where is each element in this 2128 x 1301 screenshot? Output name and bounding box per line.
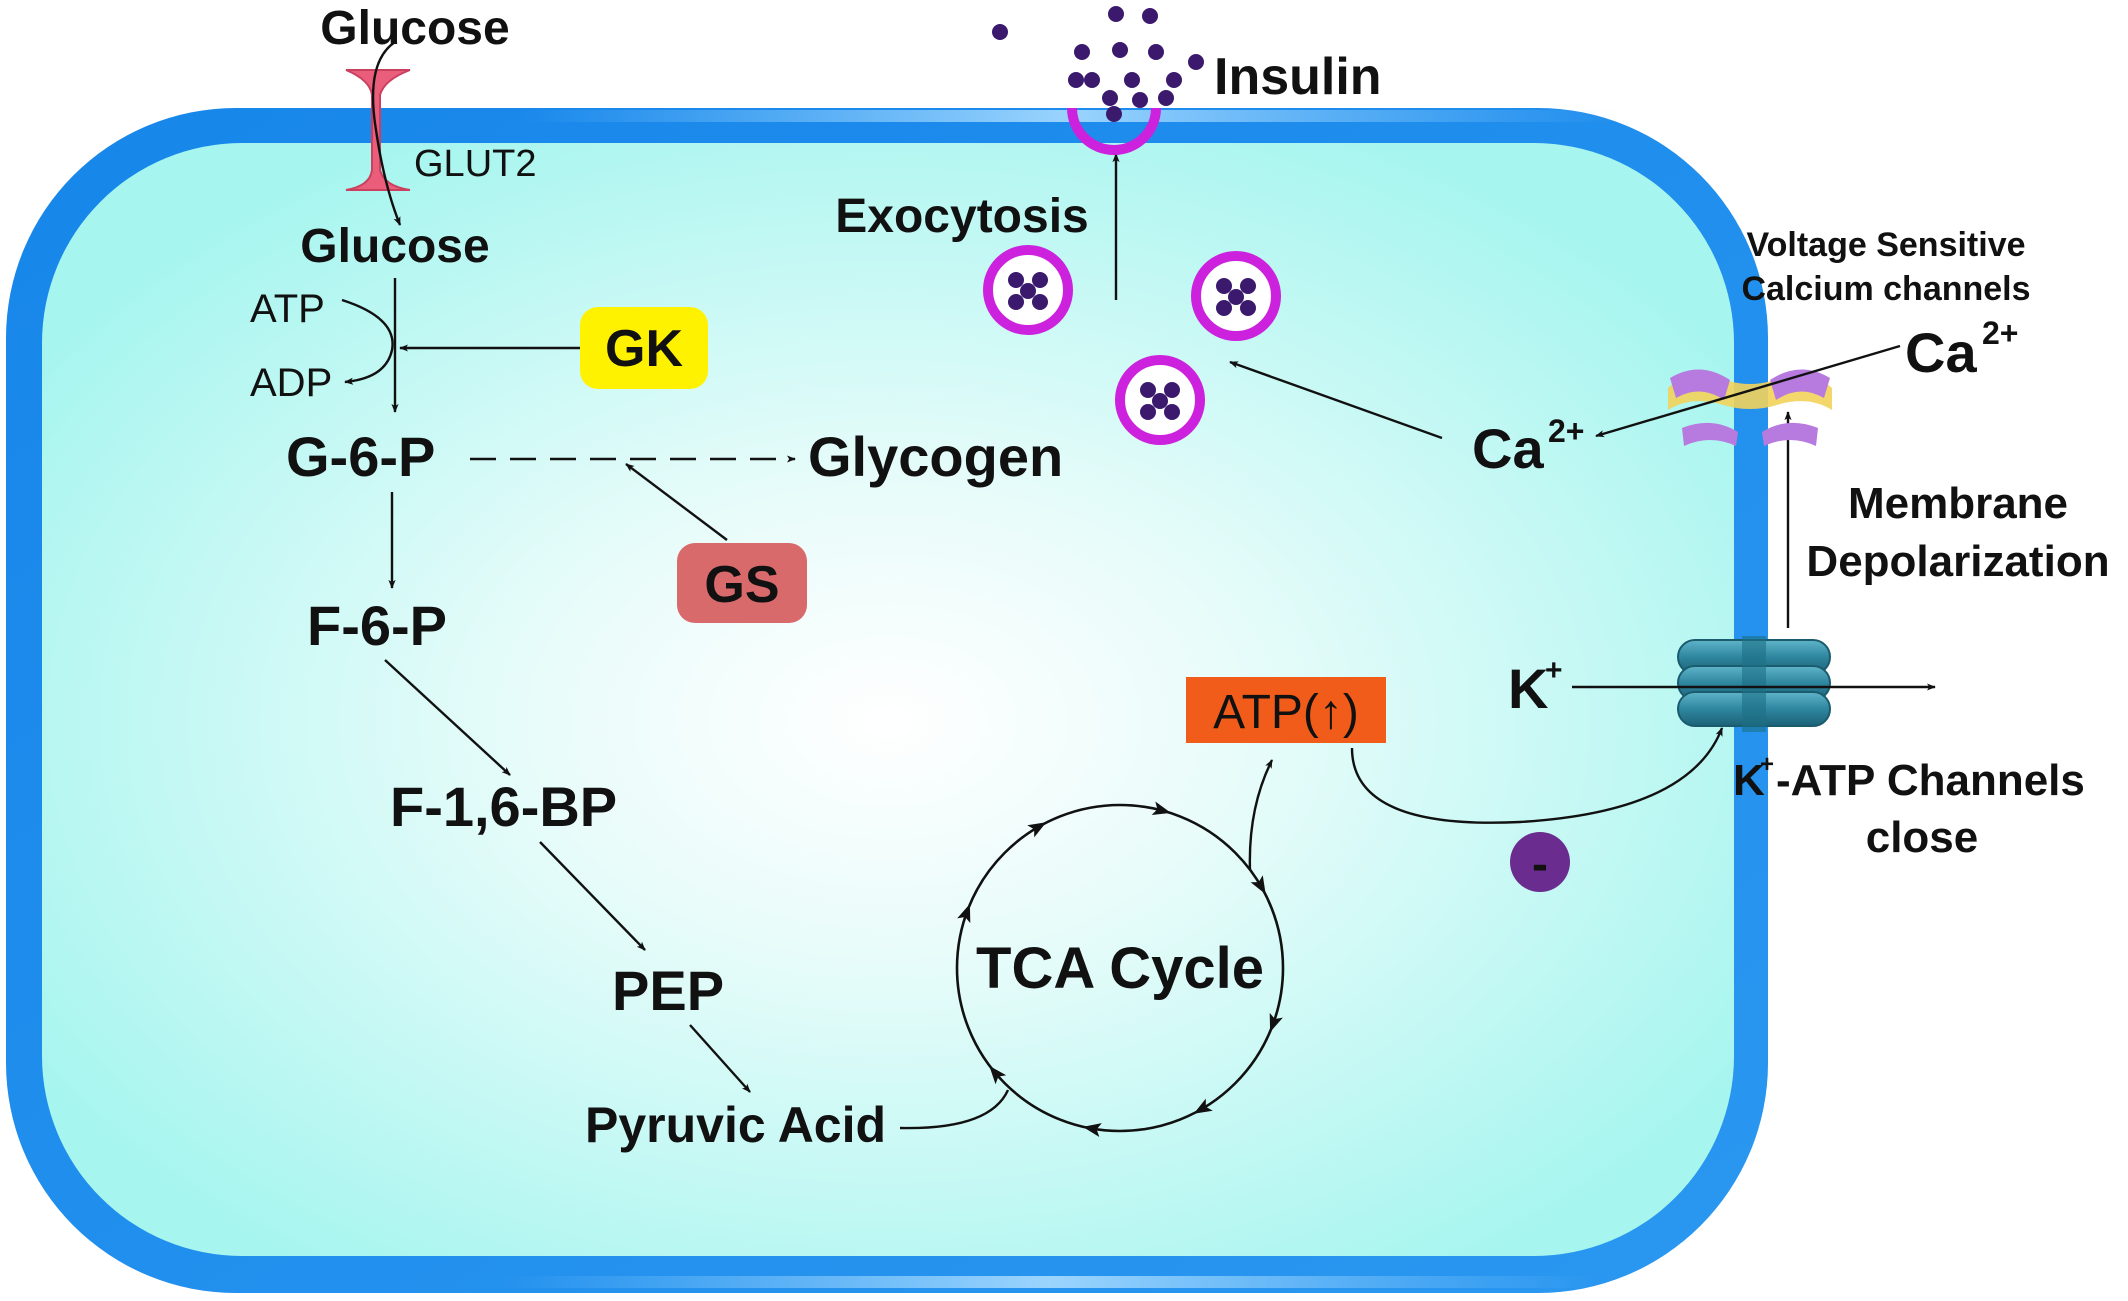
depolarization-label: Depolarization — [1806, 537, 2109, 586]
g6p-label: G-6-P — [286, 425, 435, 488]
ca-influx-arrow — [1595, 344, 1901, 438]
atp-increase-box: ATP(↑) — [1186, 677, 1386, 743]
insulin-granule — [1108, 6, 1124, 22]
insulin-vesicle-icon — [1115, 355, 1205, 445]
tca-arrowhead — [1250, 875, 1266, 895]
inhibition-sign: - — [1532, 838, 1548, 891]
tca-arrowhead — [957, 903, 971, 924]
insulin-granule — [1142, 8, 1158, 24]
tca-cycle — [955, 801, 1285, 1137]
katp-k-label: K — [1733, 756, 1765, 805]
ca-to-vesicle-arrow — [1229, 360, 1443, 440]
tca-to-atp-arrow — [1248, 759, 1274, 871]
f6p-to-f16bp-arrow — [384, 659, 511, 776]
atp-label: ATP — [250, 287, 325, 331]
glucose-extracellular-label: Glucose — [320, 2, 509, 55]
tca-arrowhead — [1269, 1012, 1283, 1033]
glucose-transport-arrow — [371, 41, 402, 226]
insulin-granule — [1084, 72, 1100, 88]
tca-arrowhead — [1193, 1098, 1213, 1114]
fusion-pore-icon — [1067, 106, 1161, 155]
insulin-granule — [1124, 72, 1140, 88]
insulin-granule — [992, 24, 1008, 40]
inhibition-icon: - — [1510, 832, 1570, 892]
cytoplasm — [42, 143, 1734, 1256]
insulin-granule — [1166, 72, 1182, 88]
k-ion-charge: + — [1545, 654, 1563, 687]
insulin-granule — [1068, 72, 1084, 88]
f6p-label: F-6-P — [307, 594, 447, 657]
insulin-granule — [1102, 90, 1118, 106]
insulin-granule — [1132, 92, 1148, 108]
glycogen-label: Glycogen — [808, 425, 1063, 488]
glucose-intracellular-label: Glucose — [300, 220, 489, 273]
exocytosis-label: Exocytosis — [835, 190, 1088, 243]
membrane-label: Membrane — [1848, 479, 2068, 528]
vscc-label-line2: Calcium channels — [1741, 270, 2030, 308]
atp-to-katp-arrow — [1350, 727, 1724, 824]
calcium-channel-icon — [1668, 369, 1832, 446]
f16bp-label: F-1,6-BP — [390, 775, 617, 838]
insulin-granule — [1112, 42, 1128, 58]
ca-extracellular-charge: 2+ — [1982, 315, 2018, 351]
tca-arrowhead — [1151, 801, 1171, 816]
insulin-granule — [1074, 44, 1090, 60]
tca-arrowhead — [1027, 822, 1047, 838]
katp-k-charge: + — [1760, 751, 1774, 778]
katp-close-label: close — [1866, 813, 1979, 862]
ca-extracellular-label: Ca — [1905, 321, 1977, 384]
atp-increase-label: ATP(↑) — [1213, 686, 1359, 739]
insulin-granule — [1158, 90, 1174, 106]
pep-to-pyruvate-arrow — [689, 1024, 751, 1093]
pep-label: PEP — [612, 959, 724, 1022]
tca-arrowhead — [1082, 1123, 1102, 1137]
pyruvic-acid-label: Pyruvic Acid — [585, 1097, 886, 1153]
tca-arrowhead — [989, 1065, 1007, 1085]
gs-label: GS — [704, 556, 779, 614]
vscc-label-line1: Voltage Sensitive — [1746, 226, 2025, 264]
gk-label: GK — [605, 320, 683, 378]
insulin-vesicle-icon — [983, 245, 1073, 335]
atp-adp-arc — [341, 298, 394, 385]
glut2-transporter-icon — [345, 69, 411, 191]
gk-enzyme-box: GK — [580, 307, 708, 389]
adp-label: ADP — [250, 361, 332, 405]
ca-intracellular-charge: 2+ — [1548, 413, 1584, 449]
insulin-granule — [1148, 44, 1164, 60]
gs-catalysis-arrow — [625, 463, 728, 541]
pyruvate-to-tca-arrow — [899, 1089, 1010, 1130]
tca-cycle-label: TCA Cycle — [976, 936, 1264, 1001]
k-ion-label: K — [1508, 657, 1548, 720]
gs-enzyme-box: GS — [677, 543, 807, 623]
insulin-label: Insulin — [1214, 48, 1382, 106]
glut2-label: GLUT2 — [414, 143, 536, 185]
k-atp-channel-icon — [1677, 636, 1831, 732]
ca-intracellular-label: Ca — [1472, 417, 1544, 480]
insulin-vesicle-icon — [1191, 251, 1281, 341]
insulin-granule — [1188, 54, 1204, 70]
f16bp-to-pep-arrow — [539, 841, 646, 951]
katp-channels-label: -ATP Channels — [1776, 756, 2085, 805]
